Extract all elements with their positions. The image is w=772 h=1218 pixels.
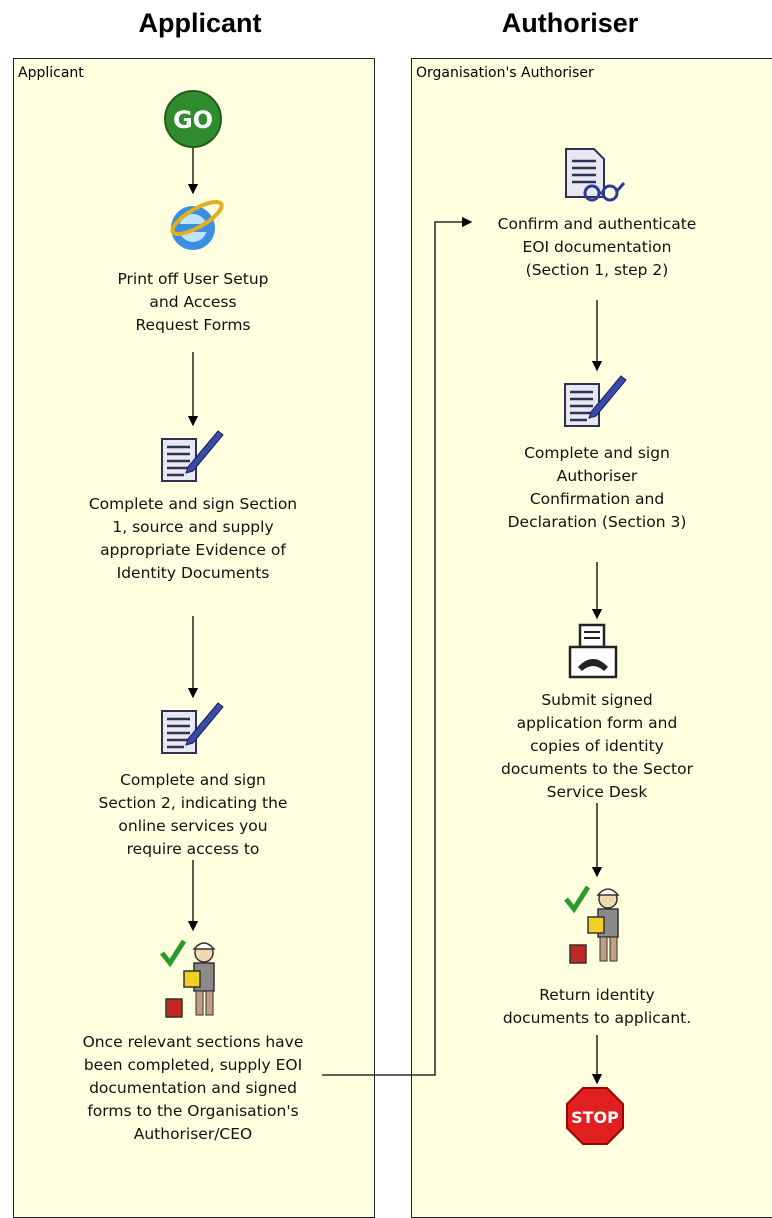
applicant-step-supply-documents: Once relevant sections have been complet… xyxy=(82,1033,304,1143)
form-sign-icon xyxy=(161,702,224,754)
worker-icon xyxy=(160,939,216,1018)
browser-icon xyxy=(170,199,224,250)
arrow-supply-to-confirm xyxy=(322,216,473,1076)
worker-icon xyxy=(564,885,620,964)
go-label: GO xyxy=(173,106,213,134)
form-sign-icon xyxy=(161,430,224,482)
applicant-step-print-forms: Print off User Setup and Access Request … xyxy=(117,270,269,334)
document-review-icon xyxy=(565,148,626,202)
stop-icon: STOP xyxy=(566,1087,624,1145)
authoriser-step-return-documents: Return identity documents to applicant. xyxy=(502,986,692,1027)
fax-icon xyxy=(568,623,618,679)
authoriser-step-submit-form: Submit signed application form and copie… xyxy=(501,691,693,801)
authoriser-step-confirm-eoi: Confirm and authenticate EOI documentati… xyxy=(497,215,697,279)
applicant-lane: Applicant xyxy=(13,58,375,1218)
authoriser-lane-title: Organisation's Authoriser xyxy=(416,65,594,81)
applicant-step-complete-section1: Complete and sign Section 1, source and … xyxy=(88,495,298,582)
authoriser-column-header: Authoriser xyxy=(501,8,639,38)
form-sign-icon xyxy=(564,375,627,427)
authoriser-step-complete-section3: Complete and sign Authoriser Confirmatio… xyxy=(507,444,687,531)
applicant-step-complete-section2: Complete and sign Section 2, indicating … xyxy=(98,771,288,858)
applicant-lane-title: Applicant xyxy=(18,65,84,81)
applicant-column-header: Applicant xyxy=(138,8,262,38)
go-icon: GO xyxy=(164,90,222,148)
stop-label: STOP xyxy=(571,1108,619,1127)
